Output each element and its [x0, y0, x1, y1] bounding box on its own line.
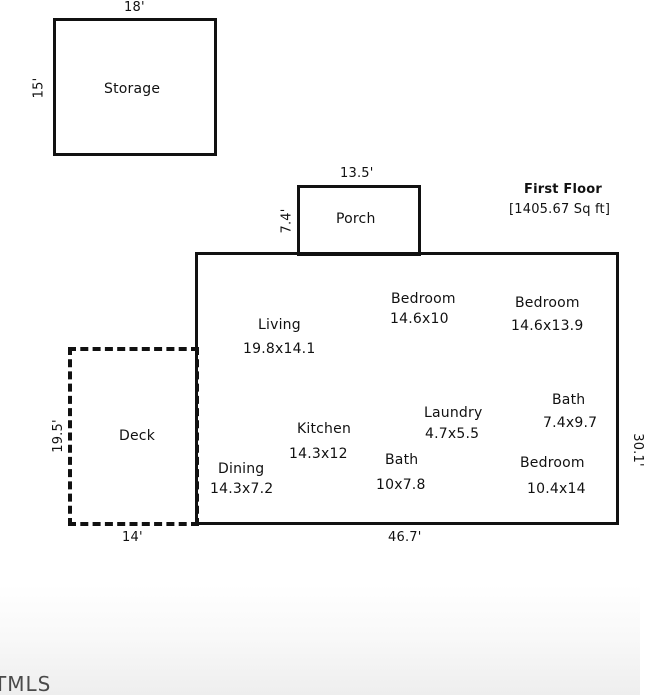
- deck-width-dim: 14': [122, 530, 143, 545]
- room-bedroom-2-size: 14.6x13.9: [511, 318, 584, 334]
- room-living-name: Living: [258, 317, 301, 333]
- porch-height-dim: 7.4': [279, 208, 295, 234]
- room-bedroom-3-name: Bedroom: [520, 455, 585, 471]
- room-bath-1-size: 7.4x9.7: [543, 415, 598, 431]
- room-kitchen-name: Kitchen: [297, 421, 352, 437]
- deck-label: Deck: [119, 428, 155, 444]
- deck-outline: [68, 347, 199, 526]
- room-bath-2-name: Bath: [385, 452, 419, 468]
- floor-height-dim: 30.1': [629, 433, 645, 467]
- room-living-size: 19.8x14.1: [243, 341, 316, 357]
- room-dining-name: Dining: [218, 461, 265, 477]
- room-dining-size: 14.3x7.2: [210, 481, 274, 497]
- room-bath-2-size: 10x7.8: [376, 477, 426, 493]
- floor-title: First Floor: [524, 182, 603, 197]
- porch-width-dim: 13.5': [340, 166, 374, 181]
- storage-width-dim: 18': [124, 0, 145, 15]
- room-bedroom-1-size: 14.6x10: [390, 311, 449, 327]
- room-bedroom-3-size: 10.4x14: [527, 481, 586, 497]
- room-bedroom-2-name: Bedroom: [515, 295, 580, 311]
- storage-height-dim: 15': [31, 77, 47, 99]
- porch-label: Porch: [336, 211, 376, 227]
- room-laundry-name: Laundry: [424, 405, 483, 421]
- mls-watermark: TMLS: [0, 672, 52, 696]
- room-laundry-size: 4.7x5.5: [425, 426, 480, 442]
- storage-label: Storage: [104, 81, 161, 97]
- room-bedroom-1-name: Bedroom: [391, 291, 456, 307]
- floor-width-dim: 46.7': [388, 530, 422, 545]
- deck-height-dim: 19.5': [50, 419, 66, 453]
- room-bath-1-name: Bath: [552, 392, 586, 408]
- bottom-fade: [0, 585, 640, 695]
- storage-outline: [53, 18, 217, 156]
- room-kitchen-size: 14.3x12: [289, 446, 348, 462]
- floor-area: [1405.67 Sq ft]: [509, 202, 611, 217]
